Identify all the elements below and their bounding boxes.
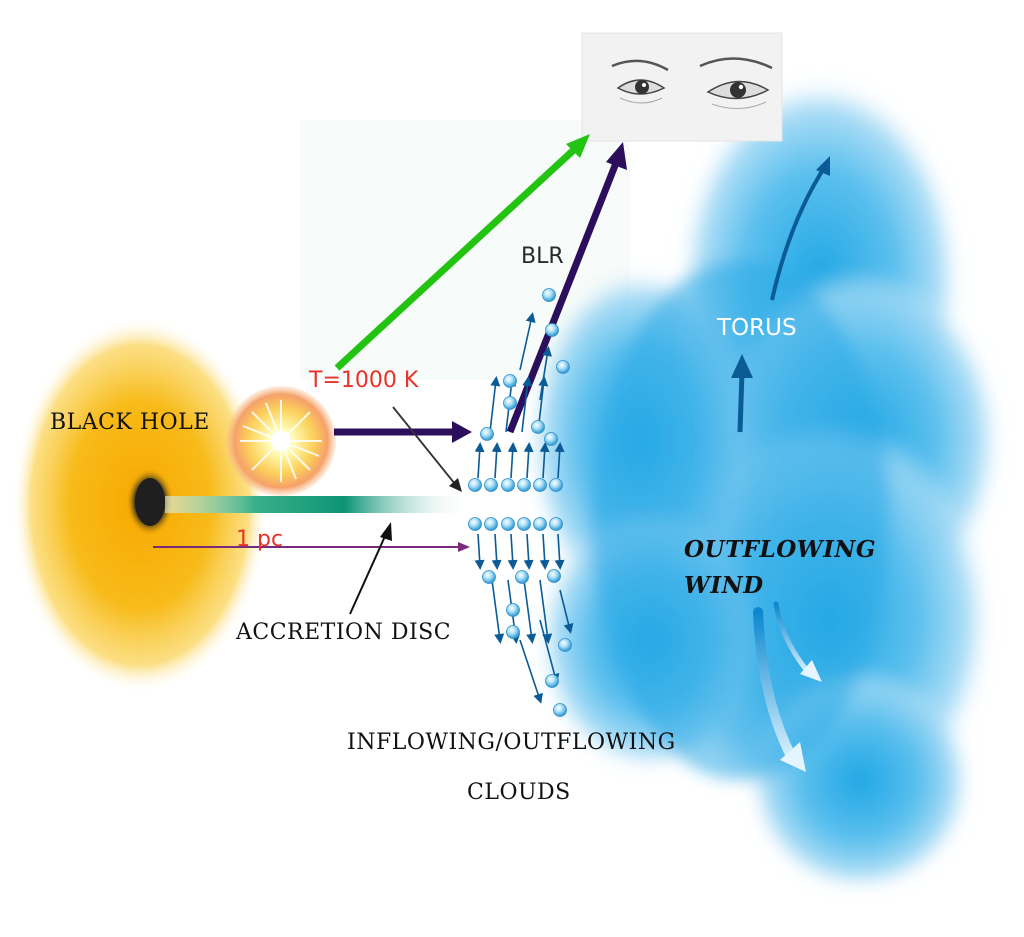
blr-cloud-ball [503,374,517,388]
black-hole-label: BLACK HOLE [50,410,210,435]
cloud-flow-arrow [507,442,518,479]
torus-cloud [530,80,1000,890]
observer-eyes-icon [581,32,783,142]
cloud-flow-arrow [523,533,534,570]
cloud-flow-arrow [539,619,560,684]
cloud-flow-arrow [474,442,485,479]
cloud-flow-arrow [539,346,552,401]
blr-cloud-ball [506,625,520,639]
distance-label: 1 pc [236,527,284,552]
blr-cloud-ball [533,478,547,492]
torus-flow-arrows [731,156,830,433]
torus-label: TORUS [717,315,797,341]
distance-arrow [153,542,470,552]
hot-star-burst-icon [226,386,336,496]
blr-cloud-ball [501,478,515,492]
blr-clouds [468,288,574,717]
blr-cloud-ball [484,478,498,492]
blr-cloud-ball [558,638,572,652]
blr-cloud-ball [484,517,498,531]
blr-cloud-ball [517,517,531,531]
cloud-flow-arrow [559,589,574,634]
clouds-label-line2: CLOUDS [467,780,571,805]
cloud-flow-arrow [491,579,505,644]
blr-cloud-ball [531,420,545,434]
blr-cloud-ball [517,478,531,492]
cloud-flow-arrow [523,579,537,644]
blr-cloud-ball [545,323,559,337]
cloud-flow-arrow [521,376,533,433]
cloud-flow-arrow [519,312,536,371]
blr-cloud-ball [515,570,529,584]
cloud-flow-arrow [491,533,502,570]
cloud-flow-arrow [507,533,518,570]
blr-cloud-ball [506,603,520,617]
cloud-flow-arrow [474,533,485,570]
optical-arrow [334,134,590,371]
cloud-flow-arrow [519,639,543,704]
temperature-pointer [392,406,462,492]
accretion-disc-pointer [349,522,392,615]
blr-cloud-ball [482,570,496,584]
cloud-flow-arrow [554,533,565,570]
outflowing-wind-label-line2: WIND [684,572,764,599]
blr-cloud-ball [549,517,563,531]
blr-cloud-ball [480,427,494,441]
cloud-flow-arrow [539,533,550,570]
accretion-disc [165,496,465,513]
cloud-flow-arrow [539,579,553,644]
black-hole [12,317,268,693]
hot-dust-arrow [334,421,472,443]
cloud-flow-arrow [539,442,550,479]
blr-cloud-ball [468,478,482,492]
blr-cloud-ball [503,396,517,410]
cloud-flow-arrow [489,376,501,433]
blr-cloud-ball [549,478,563,492]
cloud-flow-arrow [554,442,565,479]
blr-cloud-ball [468,517,482,531]
outflowing-wind-label-line1: OUTFLOWING [684,536,876,563]
blr-cloud-ball [533,517,547,531]
cloud-flow-arrow [523,442,534,479]
blr-cloud-ball [501,517,515,531]
blr-label: BLR [521,244,564,269]
clouds-label-line1: INFLOWING/OUTFLOWING [347,730,676,755]
blr-cloud-ball [547,569,561,583]
temperature-label: T=1000 K [309,368,419,393]
blr-cloud-ball [553,703,567,717]
cloud-flow-arrow [491,442,502,479]
blr-cloud-ball [545,674,559,688]
blr-cloud-ball [544,432,558,446]
accretion-disc-label: ACCRETION DISC [236,620,452,645]
wind-flow-arrows [753,601,822,772]
blr-cloud-ball [542,288,556,302]
blr-cloud-ball [556,360,570,374]
